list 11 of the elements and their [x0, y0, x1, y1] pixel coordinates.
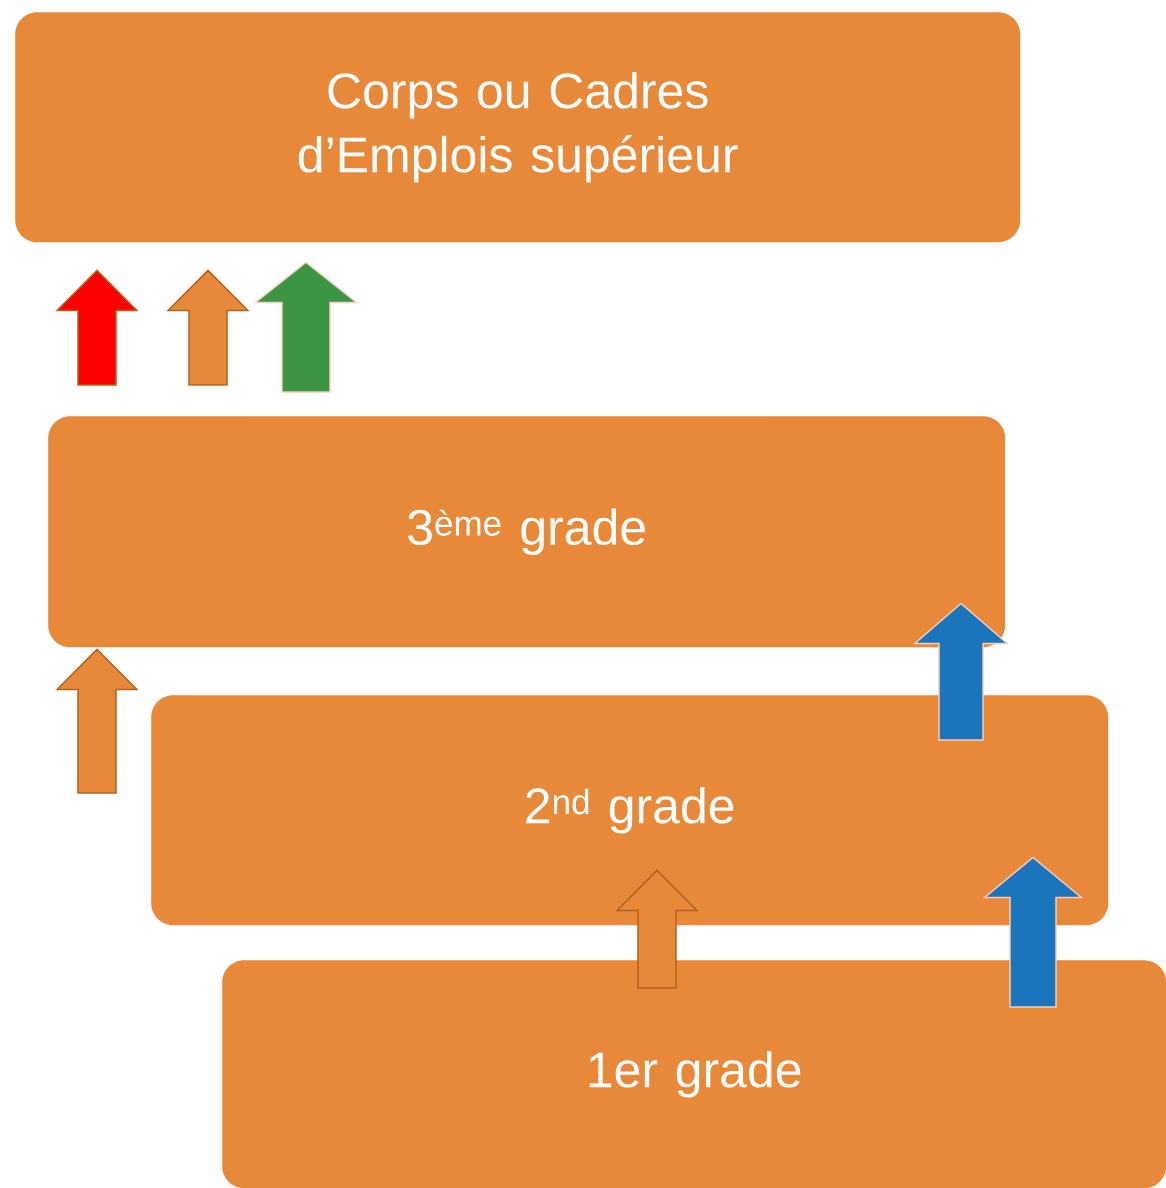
rounded-box: 2$^{nd}$ grade — [151, 695, 1109, 926]
block-arrow — [982, 856, 1084, 1008]
rounded-box: 1er grade — [222, 960, 1166, 1188]
rounded-box: Corps ou Cadres d’Emplois supérieur — [15, 12, 1021, 243]
block-arrow — [55, 648, 139, 794]
block-arrow — [253, 261, 359, 393]
rounded-box: 3$^{ème}$ grade — [48, 416, 1006, 648]
block-arrow — [166, 269, 250, 386]
block-arrow — [615, 869, 699, 989]
block-arrow — [912, 602, 1010, 741]
block-arrow — [55, 269, 139, 386]
